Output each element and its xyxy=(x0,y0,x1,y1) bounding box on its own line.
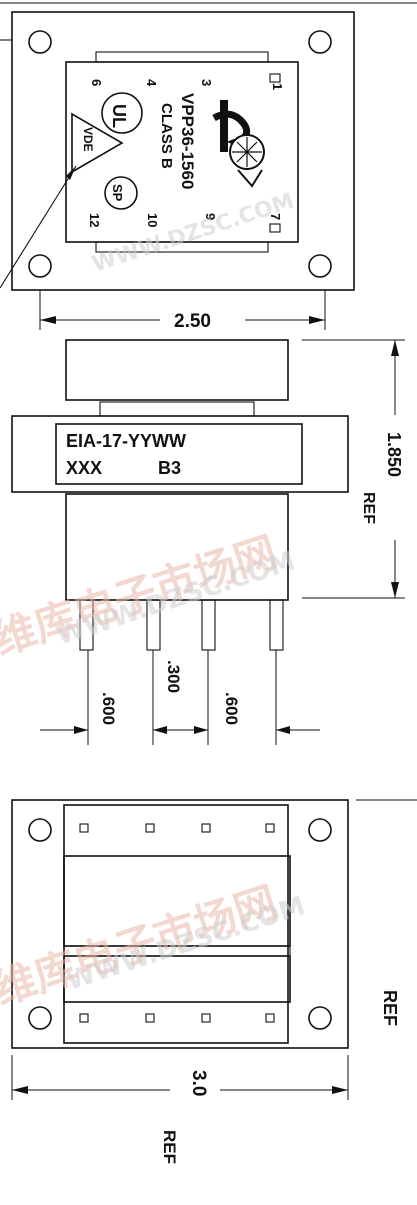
pin-dim-left-label: .600 xyxy=(99,692,118,725)
mount-hole-tl xyxy=(28,30,52,54)
pin-label-3: 3 xyxy=(199,79,214,86)
marking-line-2-right: B3 xyxy=(158,458,181,478)
pad-t3 xyxy=(201,823,211,833)
bottom-view-frame xyxy=(11,799,349,1049)
vde-mark-icon: VDE xyxy=(71,112,124,174)
pin-pad-7 xyxy=(269,223,281,233)
part-number-label: VPP36-1560 xyxy=(178,93,197,189)
top-view: 6 4 3 1 12 10 9 7 VPP36-1560 CLASS B UL … xyxy=(0,2,417,332)
pad-b1 xyxy=(79,1013,89,1023)
class-label: CLASS B xyxy=(158,103,175,169)
bottom-hole-tr xyxy=(308,818,332,842)
pad-b2 xyxy=(145,1013,155,1023)
vde-leader-line xyxy=(0,165,77,289)
pad-t4 xyxy=(265,823,275,833)
pin-label-6: 6 xyxy=(89,79,104,86)
pin-pad-1 xyxy=(269,73,281,83)
svg-text:UL: UL xyxy=(109,104,129,128)
pin-label-1: 1 xyxy=(270,83,285,90)
core-flange xyxy=(99,401,255,417)
ul-mark-icon: UL xyxy=(101,92,143,134)
marking-line-2-left: XXX xyxy=(66,458,102,478)
bobbin-flange-top xyxy=(95,51,269,63)
side-view: EIA-17-YYWW XXX B3 1.850 REF .600 .300 .… xyxy=(11,339,405,745)
winding-lower xyxy=(63,955,291,1003)
pin-label-9: 9 xyxy=(203,213,218,220)
pad-b3 xyxy=(201,1013,211,1023)
marking-line-1: EIA-17-YYWW xyxy=(66,431,186,451)
top-view-frame xyxy=(11,11,355,291)
pin-dim-right-label: .600 xyxy=(222,692,241,725)
width-dimension-label: 2.50 xyxy=(174,311,211,332)
watermark-url-3: WWW.DZSC.COM xyxy=(89,189,297,278)
bottom-hole-br xyxy=(308,1006,332,1030)
svg-text:SP: SP xyxy=(110,184,125,202)
marking-label xyxy=(55,423,303,485)
ir-logo-icon xyxy=(212,100,265,188)
bottom-view: REF 3.0 REF xyxy=(11,799,417,1164)
core-lower xyxy=(65,493,289,601)
watermark: 维库电子市场网 WWW.DZSC.COM 维库电子市场网 WWW.DZSC.CO… xyxy=(0,189,309,1015)
height-dimension-label: 1.850 xyxy=(384,432,404,477)
pin-1 xyxy=(79,599,94,651)
bottom-hole-bl xyxy=(28,1006,52,1030)
bottom-height-ref-label: REF xyxy=(380,990,400,1026)
pin-label-12: 12 xyxy=(87,213,102,227)
pad-t2 xyxy=(145,823,155,833)
pin-label-7: 7 xyxy=(268,213,283,220)
bottom-width-label: 3.0 xyxy=(188,1070,209,1096)
bottom-hole-tl xyxy=(28,818,52,842)
pad-t1 xyxy=(79,823,89,833)
mount-hole-bl xyxy=(28,254,52,278)
mount-hole-br xyxy=(308,254,332,278)
pin-4 xyxy=(269,599,284,651)
core-upper xyxy=(65,339,289,401)
bobbin-flange-bottom xyxy=(95,241,269,253)
pin-dim-center-label: .300 xyxy=(164,660,183,693)
svg-text:VDE: VDE xyxy=(81,127,95,152)
pin-label-10: 10 xyxy=(145,213,160,227)
height-ref-label: REF xyxy=(360,492,377,524)
pin-3 xyxy=(201,599,216,651)
pad-b4 xyxy=(265,1013,275,1023)
pin-label-4: 4 xyxy=(144,79,159,87)
bottom-width-ref-label: REF xyxy=(160,1130,179,1164)
mount-hole-tr xyxy=(308,30,332,54)
bobbin-side xyxy=(11,415,349,493)
csa-mark-icon: SP xyxy=(104,176,138,210)
